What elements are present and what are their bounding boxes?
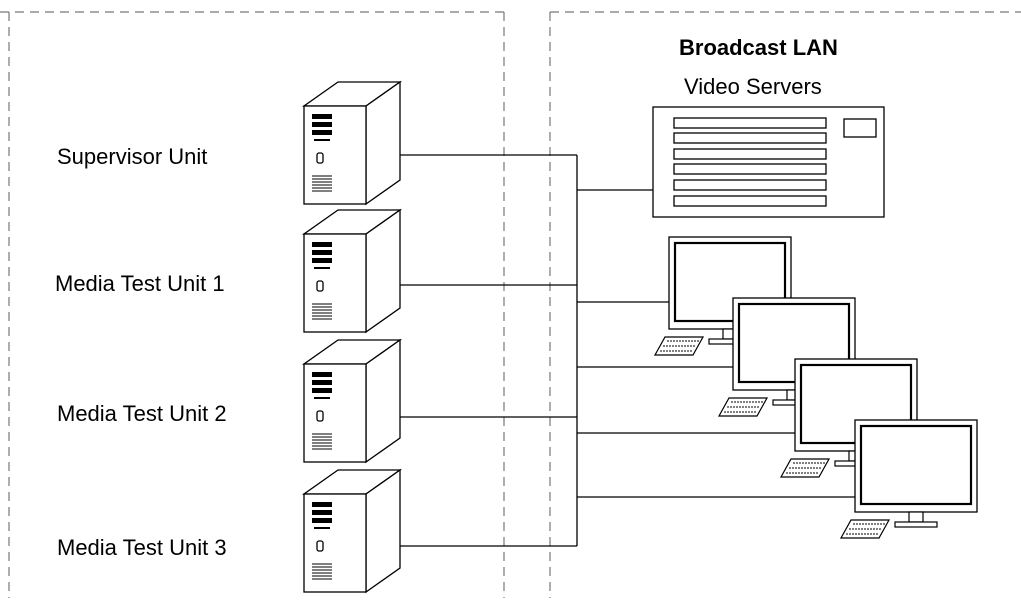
- network-links: [400, 154, 857, 547]
- label-media-test-unit-1: Media Test Unit 1: [55, 271, 225, 296]
- media-test-unit-1-server-icon: [303, 209, 401, 333]
- media-test-unit-3-server-icon: [303, 469, 401, 593]
- media-test-unit-2-server-icon: [303, 339, 401, 463]
- video-servers-label: Video Servers: [684, 74, 822, 99]
- workstation-4-icon: [839, 418, 979, 540]
- right-zone-boundary: [549, 11, 1021, 598]
- supervisor-server-icon: [303, 81, 401, 205]
- label-media-test-unit-2: Media Test Unit 2: [57, 401, 227, 426]
- left-zone-boundary: [0, 11, 505, 598]
- broadcast-lan-title: Broadcast LAN: [679, 35, 838, 60]
- label-supervisor-unit: Supervisor Unit: [57, 144, 207, 169]
- label-media-test-unit-3: Media Test Unit 3: [57, 535, 227, 560]
- video-server-rack-icon: [652, 106, 885, 218]
